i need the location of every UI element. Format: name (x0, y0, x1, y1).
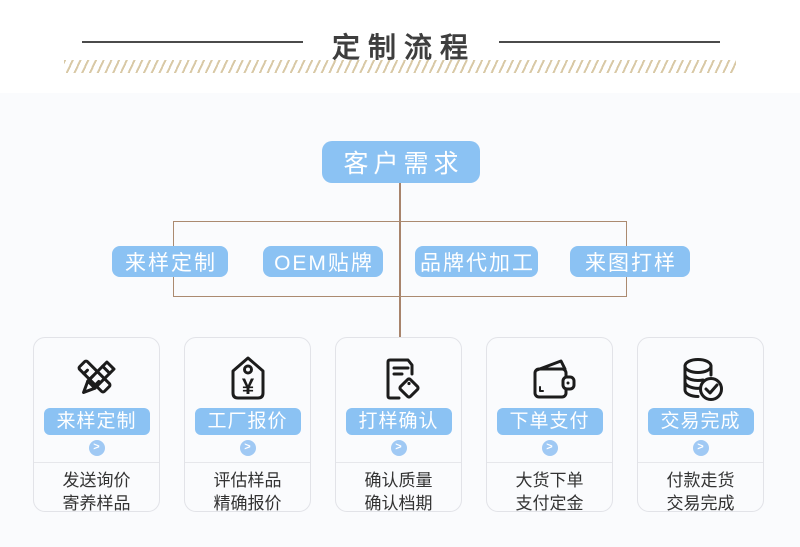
chevron-badge-icon: > (88, 440, 105, 456)
svg-text:¥: ¥ (241, 374, 254, 399)
step-card-2: ¥ 工厂报价 > 评估样品 精确报价 (184, 337, 311, 515)
step-description: 大货下单 支付定金 (487, 469, 612, 515)
card-divider (336, 462, 461, 463)
step-card-3: 打样确认 > 确认质量 确认档期 (335, 337, 462, 515)
step-label-pill: 打样确认 (345, 408, 452, 435)
step-label-pill: 交易完成 (647, 408, 754, 435)
step-card-4: 下单支付 > 大货下单 支付定金 (486, 337, 613, 515)
customer-demand-node: 客户需求 (322, 141, 480, 183)
card-divider (185, 462, 310, 463)
branch-connector-frame (173, 221, 627, 297)
title-rule-left (82, 41, 303, 43)
step-desc-line-1: 评估样品 (213, 471, 282, 490)
step-desc-line-2: 寄养样品 (62, 494, 131, 513)
step-description: 评估样品 精确报价 (185, 469, 310, 515)
wallet-icon (487, 352, 612, 406)
step-desc-line-2: 确认档期 (364, 494, 433, 513)
step-desc-line-2: 支付定金 (515, 494, 584, 513)
step-description: 发送询价 寄养样品 (34, 469, 159, 515)
step-desc-line-2: 交易完成 (666, 494, 735, 513)
hatch-divider (64, 60, 736, 73)
step-desc-line-1: 大货下单 (515, 471, 584, 490)
chevron-badge-icon: > (541, 440, 558, 456)
step-desc-line-1: 发送询价 (62, 471, 131, 490)
document-tag-icon (336, 352, 461, 406)
step-label-pill: 下单支付 (496, 408, 603, 435)
chevron-badge-icon: > (239, 440, 256, 456)
branch-pill-brand-processing: 品牌代加工 (415, 246, 538, 277)
step-label-pill: 来样定制 (43, 408, 150, 435)
step-card-1: 来样定制 > 发送询价 寄养样品 (33, 337, 160, 515)
section-title: 定制流程 (331, 32, 476, 63)
step-desc-line-1: 付款走货 (666, 471, 735, 490)
chevron-badge-icon: > (390, 440, 407, 456)
step-desc-line-1: 确认质量 (364, 471, 433, 490)
step-label-pill: 工厂报价 (194, 408, 301, 435)
step-desc-line-2: 精确报价 (213, 494, 282, 513)
branch-pill-sample-custom: 来样定制 (112, 246, 228, 277)
step-description: 确认质量 确认档期 (336, 469, 461, 515)
card-divider (34, 462, 159, 463)
step-card-5: 交易完成 > 付款走货 交易完成 (637, 337, 764, 515)
step-description: 付款走货 交易完成 (638, 469, 763, 515)
pencil-ruler-icon (34, 352, 159, 406)
chevron-badge-icon: > (692, 440, 709, 456)
coins-check-icon (638, 352, 763, 406)
price-tag-icon: ¥ (185, 352, 310, 406)
branch-pill-oem: OEM贴牌 (263, 246, 383, 277)
title-rule-right (499, 41, 720, 43)
card-divider (487, 462, 612, 463)
branch-pill-drawing-proof: 来图打样 (570, 246, 690, 277)
card-divider (638, 462, 763, 463)
main-connector-line (399, 183, 401, 337)
